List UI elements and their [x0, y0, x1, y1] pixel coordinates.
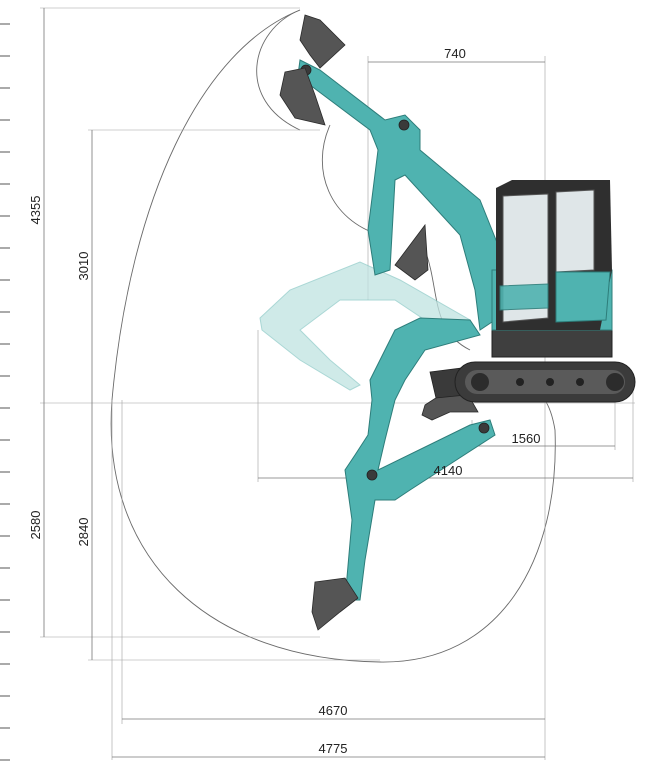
left-ruler [0, 23, 10, 761]
crawler-tracks [454, 361, 636, 403]
lower-arm-pin-icon [366, 469, 378, 481]
buckets-lowered [311, 391, 479, 631]
bucket-upper-icon [279, 67, 326, 126]
boom-raised [297, 59, 501, 331]
dimension-labels: 740 4355 3010 1560 4140 2580 2840 4670 4… [28, 46, 540, 756]
boom-lowered [344, 317, 496, 601]
bucket-top-icon [299, 14, 346, 69]
dim-dump-height: 3010 [76, 252, 91, 281]
working-envelope [110, 9, 556, 663]
extension-lines [40, 7, 635, 760]
dimension-lines [43, 8, 633, 758]
dim-ground-reach: 4140 [434, 463, 463, 478]
dim-max-reach: 4775 [319, 741, 348, 756]
lower-boom-pin-icon [478, 422, 490, 434]
bucket-bottom-icon [311, 577, 359, 631]
upper-structure [491, 180, 613, 358]
buckets-raised [279, 14, 429, 281]
dim-cab-to-pivot: 740 [444, 46, 466, 61]
dim-tail-radius: 1560 [512, 431, 541, 446]
bucket-mid-icon [394, 223, 429, 281]
dim-reach-ground-level: 4670 [319, 703, 348, 718]
dim-max-dig-depth: 2840 [76, 518, 91, 547]
dim-max-height: 4355 [28, 196, 43, 225]
boom-pin-icon [398, 119, 410, 131]
cab-window-right [555, 189, 595, 273]
dim-dig-depth-wall: 2580 [28, 511, 43, 540]
